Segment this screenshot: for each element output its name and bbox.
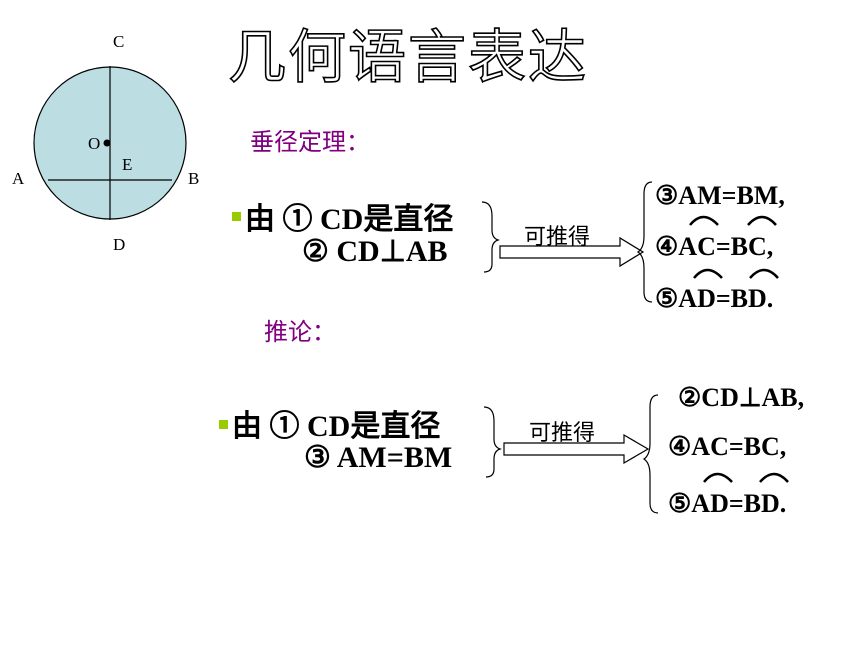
right-brace bbox=[483, 406, 502, 478]
corollary-result-2: ④AC=BC, bbox=[668, 432, 787, 461]
theorem-condition-2: ② CD⊥AB bbox=[302, 235, 448, 268]
corollary-arrow-label: 可推得 bbox=[529, 421, 596, 446]
theorem-arrow-diagram bbox=[481, 181, 653, 303]
corollary-result-1: ②CD⊥AB, bbox=[678, 383, 805, 412]
theorem-result-1: ③AM=BM, bbox=[655, 181, 785, 210]
corollary-condition-1: 由 ① CD是直径 bbox=[232, 410, 441, 443]
label-c: C bbox=[113, 32, 125, 51]
corollary-arrow-diagram bbox=[483, 394, 659, 514]
corollary-heading: 推论： bbox=[264, 318, 336, 346]
right-brace bbox=[481, 201, 500, 273]
arc-mark bbox=[693, 268, 723, 279]
theorem-result-2: ④AC=BC, bbox=[655, 232, 774, 261]
theorem-condition-1: 由 ① CD是直径 bbox=[245, 203, 454, 236]
circle-diagram bbox=[33, 66, 187, 220]
corollary-condition-2: ③ AM=BM bbox=[304, 441, 453, 474]
bullet-icon bbox=[232, 212, 241, 221]
theorem-arrow-label: 可推得 bbox=[524, 225, 591, 250]
arc-mark bbox=[689, 215, 719, 226]
arc-mark bbox=[703, 472, 733, 483]
label-o: O bbox=[88, 134, 101, 153]
center-point bbox=[103, 139, 111, 147]
arc-marks-ac-bc bbox=[689, 215, 777, 226]
left-brace bbox=[636, 181, 653, 303]
label-d: D bbox=[113, 235, 126, 254]
arc-mark bbox=[759, 472, 789, 483]
label-e: E bbox=[122, 155, 133, 174]
hollow-arrow bbox=[503, 433, 650, 465]
arc-mark bbox=[749, 268, 779, 279]
hollow-arrow bbox=[499, 236, 645, 268]
theorem-result-3: ⑤AD=BD. bbox=[655, 284, 774, 313]
bullet-icon bbox=[219, 420, 228, 429]
page-title: 几何语言表达 bbox=[227, 22, 589, 92]
arc-mark bbox=[747, 215, 777, 226]
label-a: A bbox=[12, 169, 25, 188]
arc-marks-ad-bd bbox=[693, 268, 779, 279]
arc-marks-ad-bd bbox=[703, 472, 789, 483]
theorem-heading: 垂径定理： bbox=[250, 128, 370, 156]
corollary-result-3: ⑤AD=BD. bbox=[668, 489, 787, 518]
label-b: B bbox=[188, 169, 200, 188]
left-brace bbox=[642, 394, 659, 514]
